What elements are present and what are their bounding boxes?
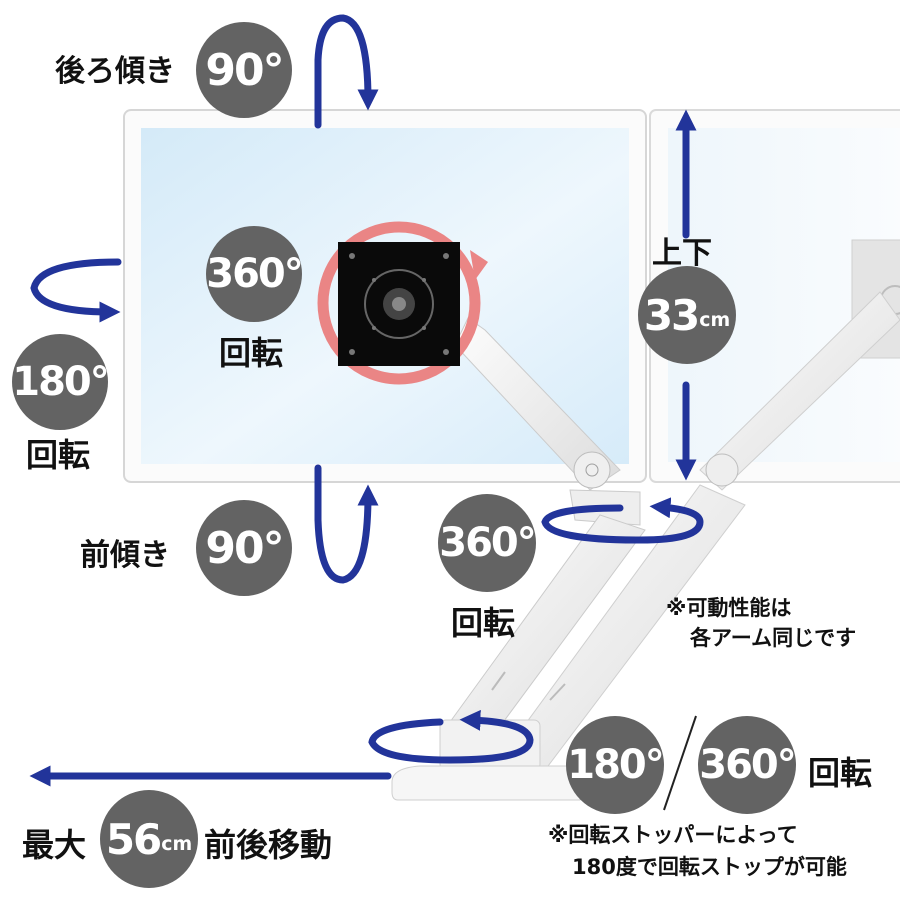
arm-note-line-1: ※可動性能は xyxy=(666,596,792,620)
rear-arm xyxy=(504,291,900,771)
tilt-back-label: 後ろ傾き xyxy=(55,54,175,89)
slash-divider xyxy=(663,715,697,811)
tilt-forward-arrow xyxy=(314,464,379,584)
arm-note-line-2: 各アーム同じです xyxy=(690,626,857,650)
tilt-forward-label: 前傾き xyxy=(80,538,170,573)
panel-swivel-label: 回転 xyxy=(26,436,91,474)
base-rotation-label: 回転 xyxy=(808,754,873,792)
vesa-plate xyxy=(338,242,460,366)
reach-suffix: 前後移動 xyxy=(204,826,333,864)
height-label: 上下 xyxy=(652,236,712,271)
base-rotation-badge-b: 360° xyxy=(698,716,797,814)
panel-swivel-badge: 180° xyxy=(12,334,110,430)
panel-swivel-arrow xyxy=(30,258,122,323)
motion-arrows xyxy=(29,14,704,787)
vesa-rotation-label: 回転 xyxy=(219,334,284,372)
stopper-note-line-1: ※回転ストッパーによって xyxy=(548,823,798,847)
stopper-note-line-2: 180度で回転ストップが可能 xyxy=(572,855,847,879)
tilt-forward-badge: 90° xyxy=(196,500,292,596)
base-rotation-badge-a: 180° xyxy=(566,716,665,814)
reach-prefix: 最大 xyxy=(22,826,87,864)
arm-rotation-arrow xyxy=(541,497,704,544)
arm-rotation-label: 回転 xyxy=(451,604,516,642)
vesa-rotation-ring xyxy=(317,221,481,385)
base-rotation-arrow xyxy=(368,709,534,764)
tilt-back-badge: 90° xyxy=(196,22,292,118)
arm-rotation-badge: 360° xyxy=(438,494,537,592)
tilt-back-arrow xyxy=(314,14,379,129)
vesa-rotation-badge: 360° xyxy=(206,226,304,322)
